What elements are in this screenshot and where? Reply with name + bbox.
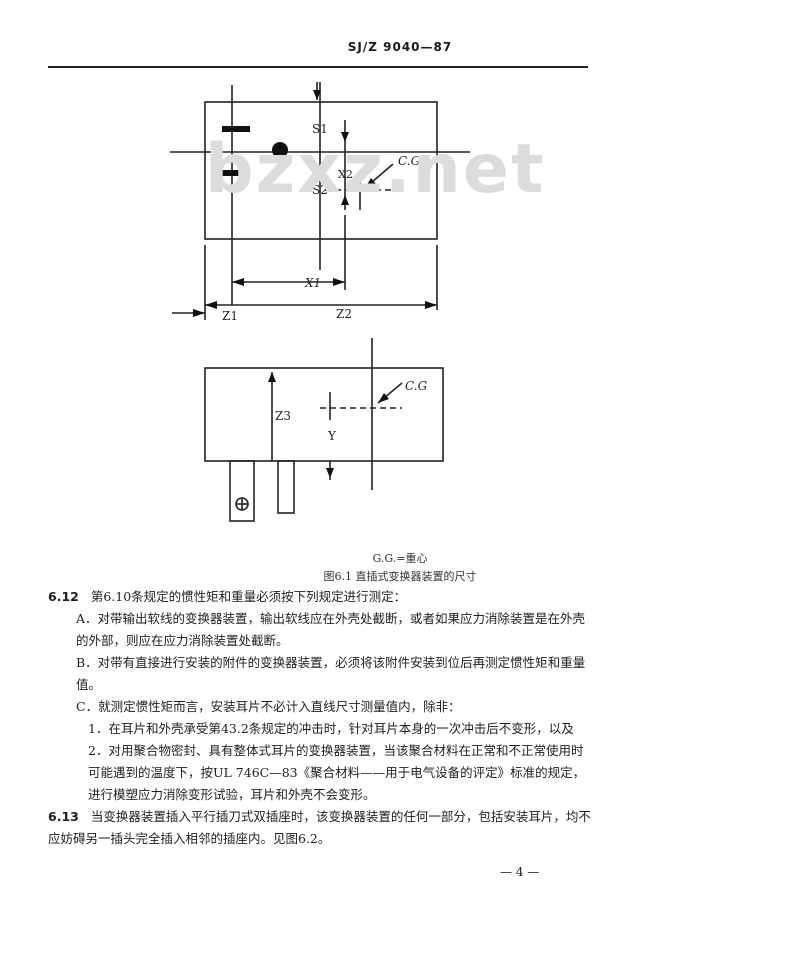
figure-6-1-diagram: S1 S2 X2 C.G X1 Z1 Z2 Z3 Y C.G	[170, 82, 470, 522]
body-text: 6.12 第6.10条规定的惯性矩和重量必须按下列规定进行测定： A．对带输出软线…	[48, 586, 593, 850]
label-y: Y	[327, 429, 337, 443]
side-view-body	[204, 367, 444, 462]
label-cg-bottom: C.G	[405, 379, 428, 393]
section-6-12: 6.12 第6.10条规定的惯性矩和重量必须按下列规定进行测定：	[48, 586, 593, 608]
item-a: A．对带输出软线的变换器装置，输出软线应在外壳处截断，或者如果应力消除装置是在外…	[76, 611, 586, 648]
header-rule	[48, 66, 588, 68]
label-z3: Z3	[275, 409, 291, 423]
section-number: 6.12	[48, 589, 79, 604]
item-c1: 1．在耳片和外壳承受第43.2条规定的冲击时，针对耳片本身的一次冲击后不变形，以…	[88, 721, 574, 736]
figure-legend: G.G.=重心	[372, 552, 428, 565]
label-x2: X2	[338, 168, 353, 181]
label-s2: S2	[312, 183, 328, 197]
label-cg-top: C.G	[398, 154, 421, 168]
top-view-body	[204, 101, 438, 240]
label-z2: Z2	[336, 307, 352, 321]
page-number: — 4 —	[500, 865, 540, 879]
item-c: C．就测定惯性矩而言，安装耳片不必计入直线尺寸测量值内，除非：	[76, 699, 461, 714]
document-code: SJ/Z 9040—87	[347, 40, 453, 54]
figure-caption: 图6.1 直插式变换器装置的尺寸	[323, 570, 477, 583]
section-text: 当变换器装置插入平行插刀式双插座时，该变换器装置的任何一部分，包括安装耳片，均不…	[48, 809, 591, 846]
section-text: 第6.10条规定的惯性矩和重量必须按下列规定进行测定：	[90, 589, 407, 604]
label-x1: X1	[304, 276, 321, 290]
watermark: bzxz.net	[205, 130, 546, 209]
label-z1: Z1	[222, 309, 238, 323]
section-number: 6.13	[48, 809, 79, 824]
item-b: B．对带有直接进行安装的附件的变换器装置，必须将该附件安装到位后再测定惯性矩和重…	[76, 655, 586, 692]
label-s1: S1	[312, 122, 328, 136]
blade-slot-top	[222, 126, 250, 132]
ground-pin	[272, 142, 288, 158]
blade-slot-bottom	[222, 170, 250, 176]
item-c2: 2．对用聚合物密封、具有整体式耳片的变换器装置，当该聚合材料在正常和不正常使用时…	[88, 743, 586, 802]
